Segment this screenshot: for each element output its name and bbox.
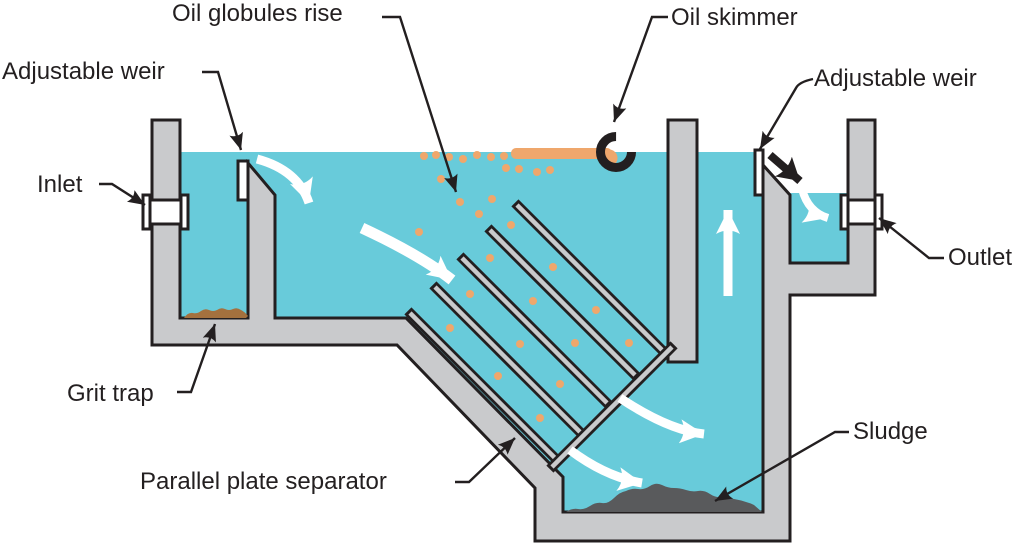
baffle-wall	[666, 118, 699, 364]
outlet-chamber-water	[790, 193, 848, 263]
oil-globule	[515, 165, 523, 173]
label-parallel-plate-separator: Parallel plate separator	[140, 468, 387, 495]
oil-globule	[549, 263, 557, 271]
inlet-pipe-body	[146, 198, 185, 226]
oil-globule	[556, 380, 564, 388]
pointer-adjustable-weir-right	[758, 77, 814, 150]
oil-globule	[546, 166, 554, 174]
plate-5-core	[515, 203, 664, 352]
plate-1-core	[408, 311, 557, 460]
flow-arrow-plates-exit-lower	[567, 446, 643, 491]
sludge-pile	[566, 483, 762, 512]
oil-globule	[571, 339, 579, 347]
inlet-flange-right	[179, 193, 190, 231]
oil-globule	[420, 152, 428, 160]
plate-2-core	[433, 285, 582, 434]
oil-globules	[415, 151, 633, 422]
tank-structure	[150, 118, 877, 543]
pointer-adjustable-weir-left	[202, 70, 243, 151]
weir-adjust-arrow	[767, 151, 803, 185]
plate-3-core	[460, 256, 609, 405]
outlet-flange-left	[839, 193, 850, 231]
outlet-flange-right	[873, 193, 884, 231]
plate-4-core	[488, 228, 637, 377]
oil-globule	[592, 306, 600, 314]
label-sludge: Sludge	[853, 418, 928, 445]
oil-globule	[456, 198, 464, 206]
oil-globule	[473, 151, 481, 159]
parallel-plate-separator	[404, 199, 678, 473]
label-inlet: Inlet	[37, 171, 83, 198]
oil-globule	[507, 221, 515, 229]
label-adjustable-weir-right: Adjustable weir	[814, 65, 977, 92]
oil-globule	[494, 372, 502, 380]
pointer-parallel-plate-separator	[455, 437, 516, 484]
oil-globule	[466, 290, 474, 298]
oil-globule	[500, 152, 508, 160]
pointer-oil-globules-rise	[382, 15, 458, 193]
oil-globule	[415, 228, 423, 236]
flow-arrows	[255, 154, 830, 491]
flow-arrow-left-weir	[255, 154, 314, 205]
oil-globule	[446, 324, 454, 332]
oil-slick	[511, 148, 612, 159]
grit-pile	[184, 308, 248, 318]
oil-globule	[432, 151, 440, 159]
pointer-outlet	[878, 217, 944, 260]
oil-globule	[625, 339, 633, 347]
label-grit-trap: Grit trap	[67, 380, 154, 407]
oil-globule	[516, 340, 524, 348]
inlet-flange-left	[141, 193, 152, 231]
label-outlet: Outlet	[948, 244, 1013, 271]
oil-skimmer-ring	[596, 132, 636, 172]
flow-arrow-main	[359, 223, 456, 285]
main-water	[180, 152, 763, 512]
oil-globule	[487, 153, 495, 161]
label-oil-skimmer: Oil skimmer	[671, 4, 798, 31]
pointer-oil-skimmer	[612, 15, 668, 123]
label-adjustable-weir-left: Adjustable weir	[2, 58, 165, 85]
oil-globule	[475, 210, 483, 218]
oil-globule	[459, 155, 467, 163]
oil-globule	[536, 414, 544, 422]
oil-globule	[437, 175, 445, 183]
label-pointers	[99, 15, 944, 503]
oil-globule	[529, 297, 537, 305]
outlet-pipe	[839, 193, 884, 231]
pointer-grit-trap	[177, 323, 217, 394]
pointer-sludge	[714, 430, 849, 503]
inlet-pipe	[141, 193, 190, 231]
oil-globule	[445, 153, 453, 161]
oil-globule	[488, 195, 496, 203]
plate-rail-core	[550, 345, 674, 469]
oil-globule	[486, 254, 494, 262]
pointer-inlet	[99, 182, 146, 207]
flow-arrow-right-weir	[798, 187, 830, 223]
oil-globule	[502, 164, 510, 172]
label-oil-globules-rise: Oil globules rise	[172, 0, 343, 27]
flow-arrow-plates-exit-upper	[617, 394, 705, 444]
outlet-pipe-body	[844, 198, 879, 226]
oil-layer	[415, 132, 636, 422]
oil-globule	[533, 168, 541, 176]
